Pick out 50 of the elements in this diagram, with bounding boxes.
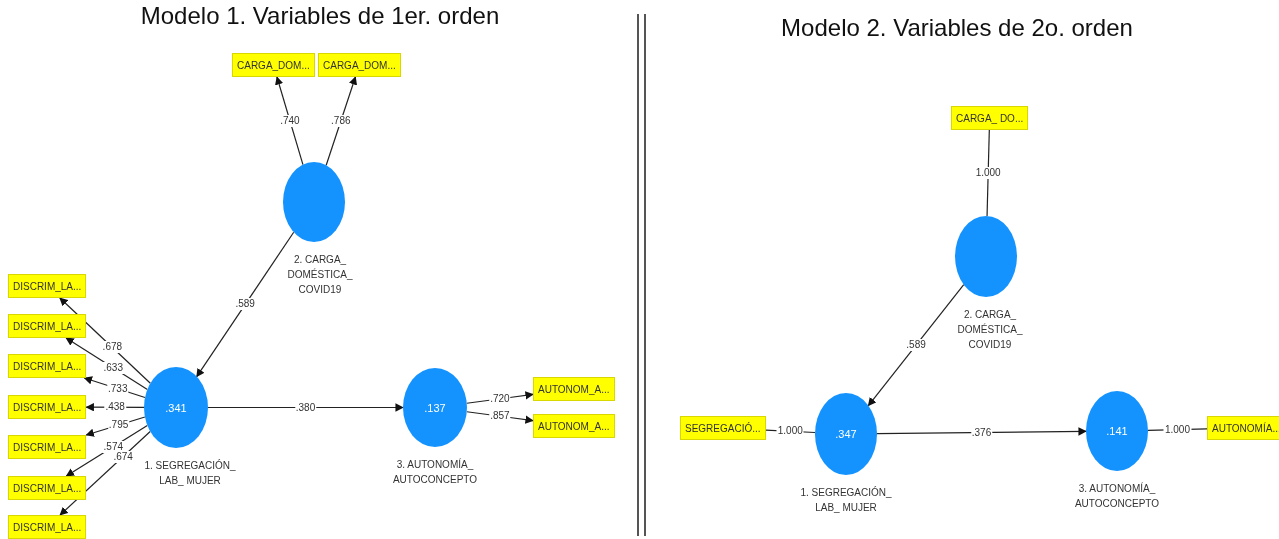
indicator-box: AUTONOMÍA...: [1207, 416, 1279, 440]
indicator-box: DISCRIM_LA...: [8, 354, 87, 378]
edge-label: 1.000: [1163, 423, 1191, 436]
edge-label: .589: [234, 298, 256, 311]
edge-label: .376: [970, 426, 993, 439]
panel-title: Modelo 2. Variables de 2o. orden: [781, 14, 1133, 42]
indicator-box: DISCRIM_LA...: [8, 435, 87, 459]
edge-label: .740: [279, 114, 301, 127]
r-squared-value: .141: [1106, 425, 1128, 437]
edge-label: .795: [107, 419, 130, 432]
panel-title: Modelo 1. Variables de 1er. orden: [140, 2, 500, 30]
arrow: [325, 76, 358, 166]
edge-label: .786: [330, 115, 352, 128]
indicator-box: CARGA_DOM...: [318, 53, 401, 77]
construct-label: 1. SEGREGACIÓN_ LAB_ MUJER: [799, 485, 893, 515]
edge-label: .589: [905, 339, 927, 352]
indicator-box: AUTONOM_A...: [533, 377, 615, 401]
construct-label: 2. CARGA_ DOMÉSTICA_ COVID19: [286, 253, 354, 297]
construct-label: 3. AUTONOMÍA_ AUTOCONCEPTO: [1073, 481, 1161, 511]
arrow: [466, 411, 534, 424]
indicator-box: DISCRIM_LA...: [8, 274, 87, 298]
indicator-box: AUTONOM_A...: [533, 414, 615, 438]
construct-label: 3. AUTONOMÍA_ AUTOCONCEPTO: [391, 457, 479, 487]
edge-label: .678: [101, 341, 124, 354]
edge-label: .720: [489, 392, 511, 405]
arrow: [207, 403, 404, 412]
indicator-box: CARGA_ DO...: [951, 106, 1029, 130]
arrow: [65, 337, 148, 390]
construct-label: 1. SEGREGACIÓN_ LAB_ MUJER: [143, 458, 237, 488]
arrow: [275, 76, 304, 166]
r-squared-value: .347: [835, 428, 857, 440]
indicator-box: DISCRIM_LA...: [8, 515, 87, 539]
construct-label: 2. CARGA_ DOMÉSTICA_ COVID19: [956, 308, 1024, 352]
arrow: [196, 231, 295, 378]
edge-label: .633: [102, 361, 124, 374]
indicator-box: DISCRIM_LA...: [8, 476, 87, 500]
arrow: [876, 427, 1087, 436]
indicator-box: SEGREGACIÓ...: [680, 416, 766, 440]
indicator-box: CARGA_DOM...: [232, 53, 315, 77]
edge-label: .380: [294, 401, 317, 414]
edge-label: 1.000: [974, 167, 1002, 179]
indicator-box: DISCRIM_LA...: [8, 314, 87, 338]
r-squared-value: .137: [424, 401, 446, 414]
arrow: [59, 297, 151, 384]
connector-line: [986, 129, 990, 217]
edge-label: .574: [102, 440, 125, 453]
indicator-box: DISCRIM_LA...: [8, 395, 87, 419]
r-squared-value: .341: [165, 401, 187, 414]
edge-label: .733: [107, 382, 129, 395]
arrow: [867, 284, 965, 407]
